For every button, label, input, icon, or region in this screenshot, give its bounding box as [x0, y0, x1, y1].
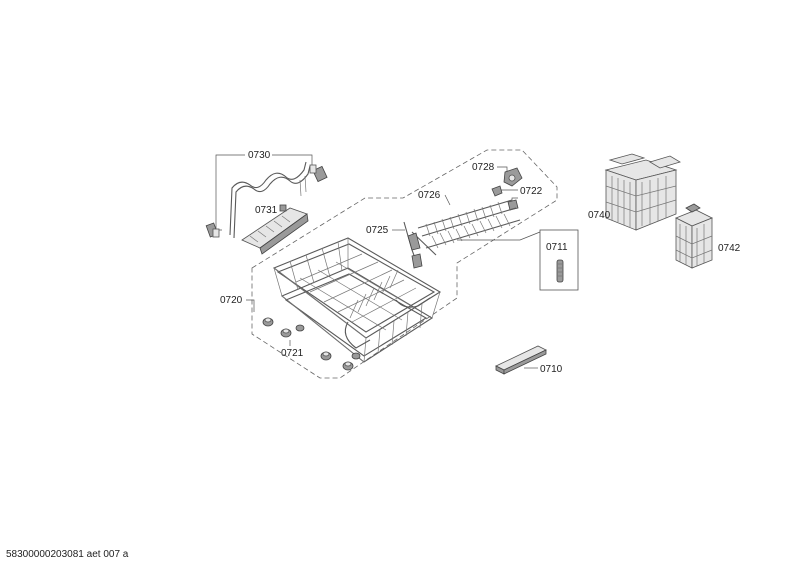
part-0720-lower-basket: [246, 237, 442, 363]
part-0730-wire-holder: [205, 154, 328, 239]
label-0711: 0711: [546, 242, 568, 253]
label-0720: 0720: [220, 295, 243, 306]
part-0731-cup-shelf: [241, 204, 309, 255]
part-0742-small-basket: [675, 203, 713, 269]
label-0728: 0728: [472, 162, 495, 173]
label-0725: 0725: [366, 225, 389, 236]
label-0710: 0710: [540, 364, 563, 375]
part-0722-clip: [491, 185, 519, 211]
label-0740: 0740: [588, 210, 611, 221]
part-0726-folding-spikes: [411, 194, 521, 256]
label-0721: 0721: [281, 348, 304, 359]
label-0726: 0726: [418, 190, 441, 201]
assembly-dashed-outline: [251, 149, 558, 379]
label-0742: 0742: [718, 243, 741, 254]
part-0711-spring-box: [457, 229, 579, 291]
part-0721-wheels: [262, 317, 361, 371]
part-0740-cutlery-basket: [604, 153, 681, 231]
document-id-footer: 58300000203081 aet 007 a: [6, 549, 129, 560]
part-0728-clip: [497, 166, 523, 187]
part-0710-bar: [495, 345, 547, 375]
label-0731: 0731: [255, 205, 278, 216]
label-0722: 0722: [520, 186, 543, 197]
label-0730: 0730: [248, 150, 271, 161]
part-0725-hinge: [392, 221, 423, 269]
